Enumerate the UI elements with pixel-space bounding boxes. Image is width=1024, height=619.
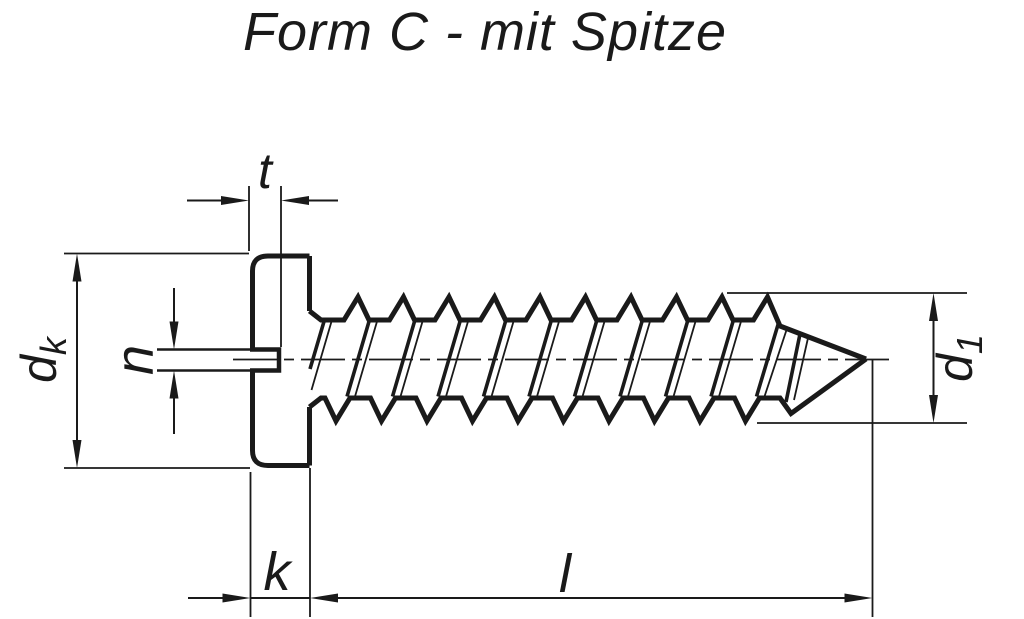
- head-slot: [250, 347, 282, 373]
- dim-label-n: n: [105, 345, 165, 375]
- thread-flank-lines-thin: [310, 321, 809, 401]
- thread-flank-lines-thick: [308, 320, 802, 403]
- dimension-k: k: [188, 468, 311, 617]
- dimension-dk: dk: [11, 252, 250, 469]
- dimension-d1: d1: [727, 292, 990, 424]
- dimension-t: t: [187, 143, 338, 347]
- dimension-l: l: [310, 359, 874, 617]
- drawing-title: Form C - mit Spitze: [243, 2, 727, 62]
- dimension-n: n: [105, 288, 250, 434]
- screw-head-outline: [250, 253, 312, 468]
- dim-label-k: k: [264, 542, 294, 602]
- thread-outline-top: [307, 291, 867, 362]
- dim-label-d1: d1: [927, 334, 990, 382]
- dim-label-t: t: [258, 143, 274, 199]
- dim-label-l: l: [559, 544, 573, 604]
- dim-label-dk: dk: [11, 335, 74, 383]
- thread-outline-bottom: [307, 356, 868, 427]
